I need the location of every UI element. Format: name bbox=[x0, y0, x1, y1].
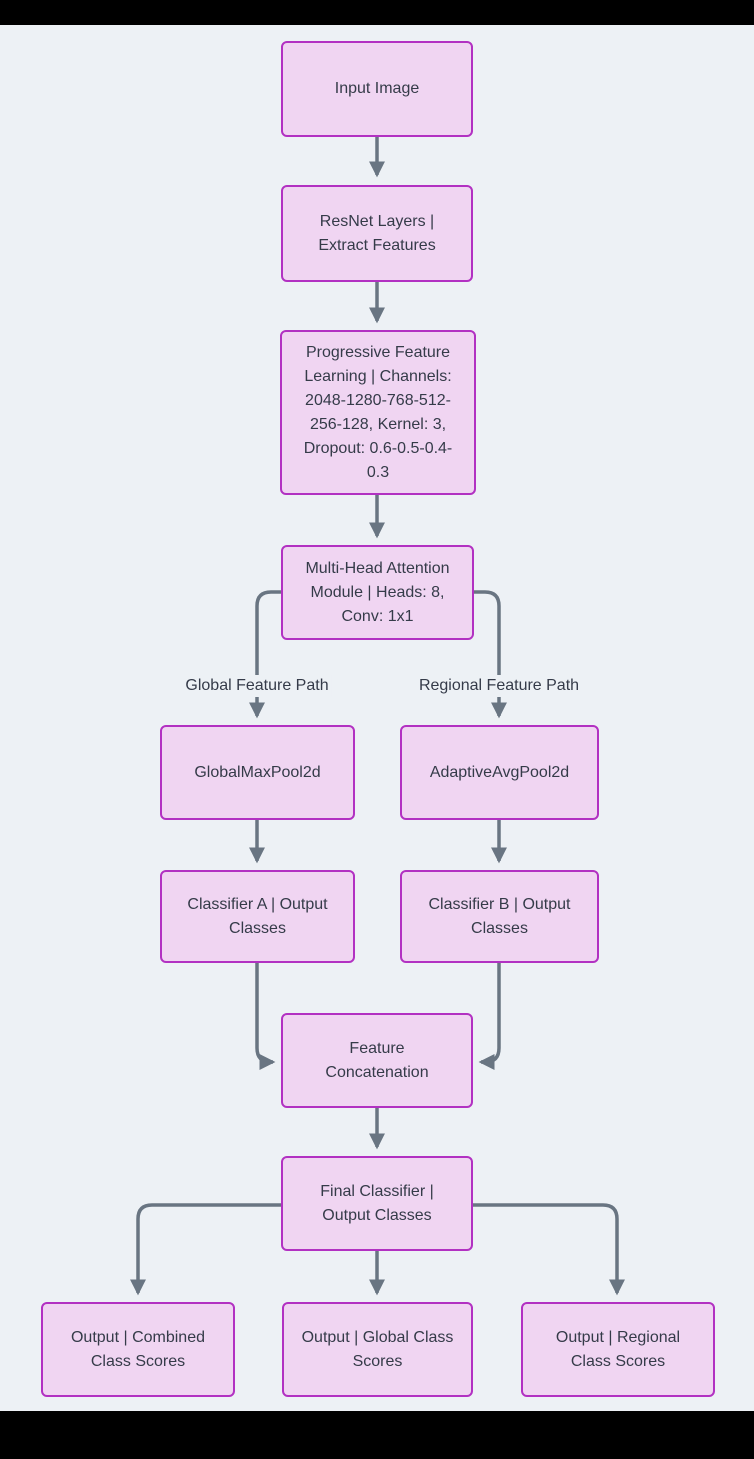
node-output-combined: Output | Combined Class Scores bbox=[41, 1302, 235, 1397]
node-adaptive-avg-pool: AdaptiveAvgPool2d bbox=[400, 725, 599, 820]
edge-final-to-output-combined bbox=[129, 1203, 281, 1296]
node-final-classifier: Final Classifier | Output Classes bbox=[281, 1156, 473, 1251]
edge-classifier-b-to-concat bbox=[478, 963, 501, 1071]
node-label: Classifier A | Output Classes bbox=[187, 895, 328, 937]
top-letterbox-bar bbox=[0, 0, 754, 25]
node-label: GlobalMaxPool2d bbox=[194, 763, 321, 781]
edge-classifier-a-to-concat bbox=[255, 963, 276, 1071]
node-global-max-pool: GlobalMaxPool2d bbox=[160, 725, 355, 820]
node-input-image: Input Image bbox=[281, 41, 473, 137]
edge-final-to-output-regional bbox=[473, 1203, 626, 1296]
bottom-letterbox-bar bbox=[0, 1411, 754, 1459]
node-label: Input Image bbox=[334, 80, 420, 97]
node-feature-concatenation: Feature Concatenation bbox=[281, 1013, 473, 1108]
node-label: Output | Regional Class Scores bbox=[555, 1328, 681, 1370]
node-output-global: Output | Global Class Scores bbox=[282, 1302, 473, 1397]
node-label: ResNet Layers | Extract Features bbox=[318, 212, 436, 254]
flow-edges bbox=[129, 137, 626, 1296]
flowchart-canvas: Input Image ResNet Layers | Extract Feat… bbox=[0, 25, 754, 1411]
node-classifier-a: Classifier A | Output Classes bbox=[160, 870, 355, 963]
edge-label-regional-feature-path: Regional Feature Path bbox=[415, 675, 583, 697]
edge-label-global-feature-path: Global Feature Path bbox=[182, 675, 332, 697]
node-label: Multi-Head Attention Module | Heads: 8, … bbox=[305, 559, 450, 625]
node-output-regional: Output | Regional Class Scores bbox=[521, 1302, 715, 1397]
node-label: Output | Combined Class Scores bbox=[70, 1328, 205, 1370]
node-label: Progressive Feature Learning | Channels:… bbox=[303, 343, 453, 481]
node-label: Final Classifier | Output Classes bbox=[320, 1182, 434, 1224]
node-multi-head-attention: Multi-Head Attention Module | Heads: 8, … bbox=[281, 545, 474, 640]
edge-attention-to-adaptiveavgpool bbox=[474, 590, 508, 719]
edge-attention-to-globalmaxpool bbox=[248, 590, 281, 719]
node-label: AdaptiveAvgPool2d bbox=[429, 763, 570, 781]
node-label: Classifier B | Output Classes bbox=[428, 895, 571, 937]
node-progressive-feature-learning: Progressive Feature Learning | Channels:… bbox=[280, 330, 476, 495]
node-label: Feature Concatenation bbox=[325, 1039, 429, 1081]
node-classifier-b: Classifier B | Output Classes bbox=[400, 870, 599, 963]
node-resnet-layers: ResNet Layers | Extract Features bbox=[281, 185, 473, 282]
node-label: Output | Global Class Scores bbox=[301, 1328, 454, 1370]
